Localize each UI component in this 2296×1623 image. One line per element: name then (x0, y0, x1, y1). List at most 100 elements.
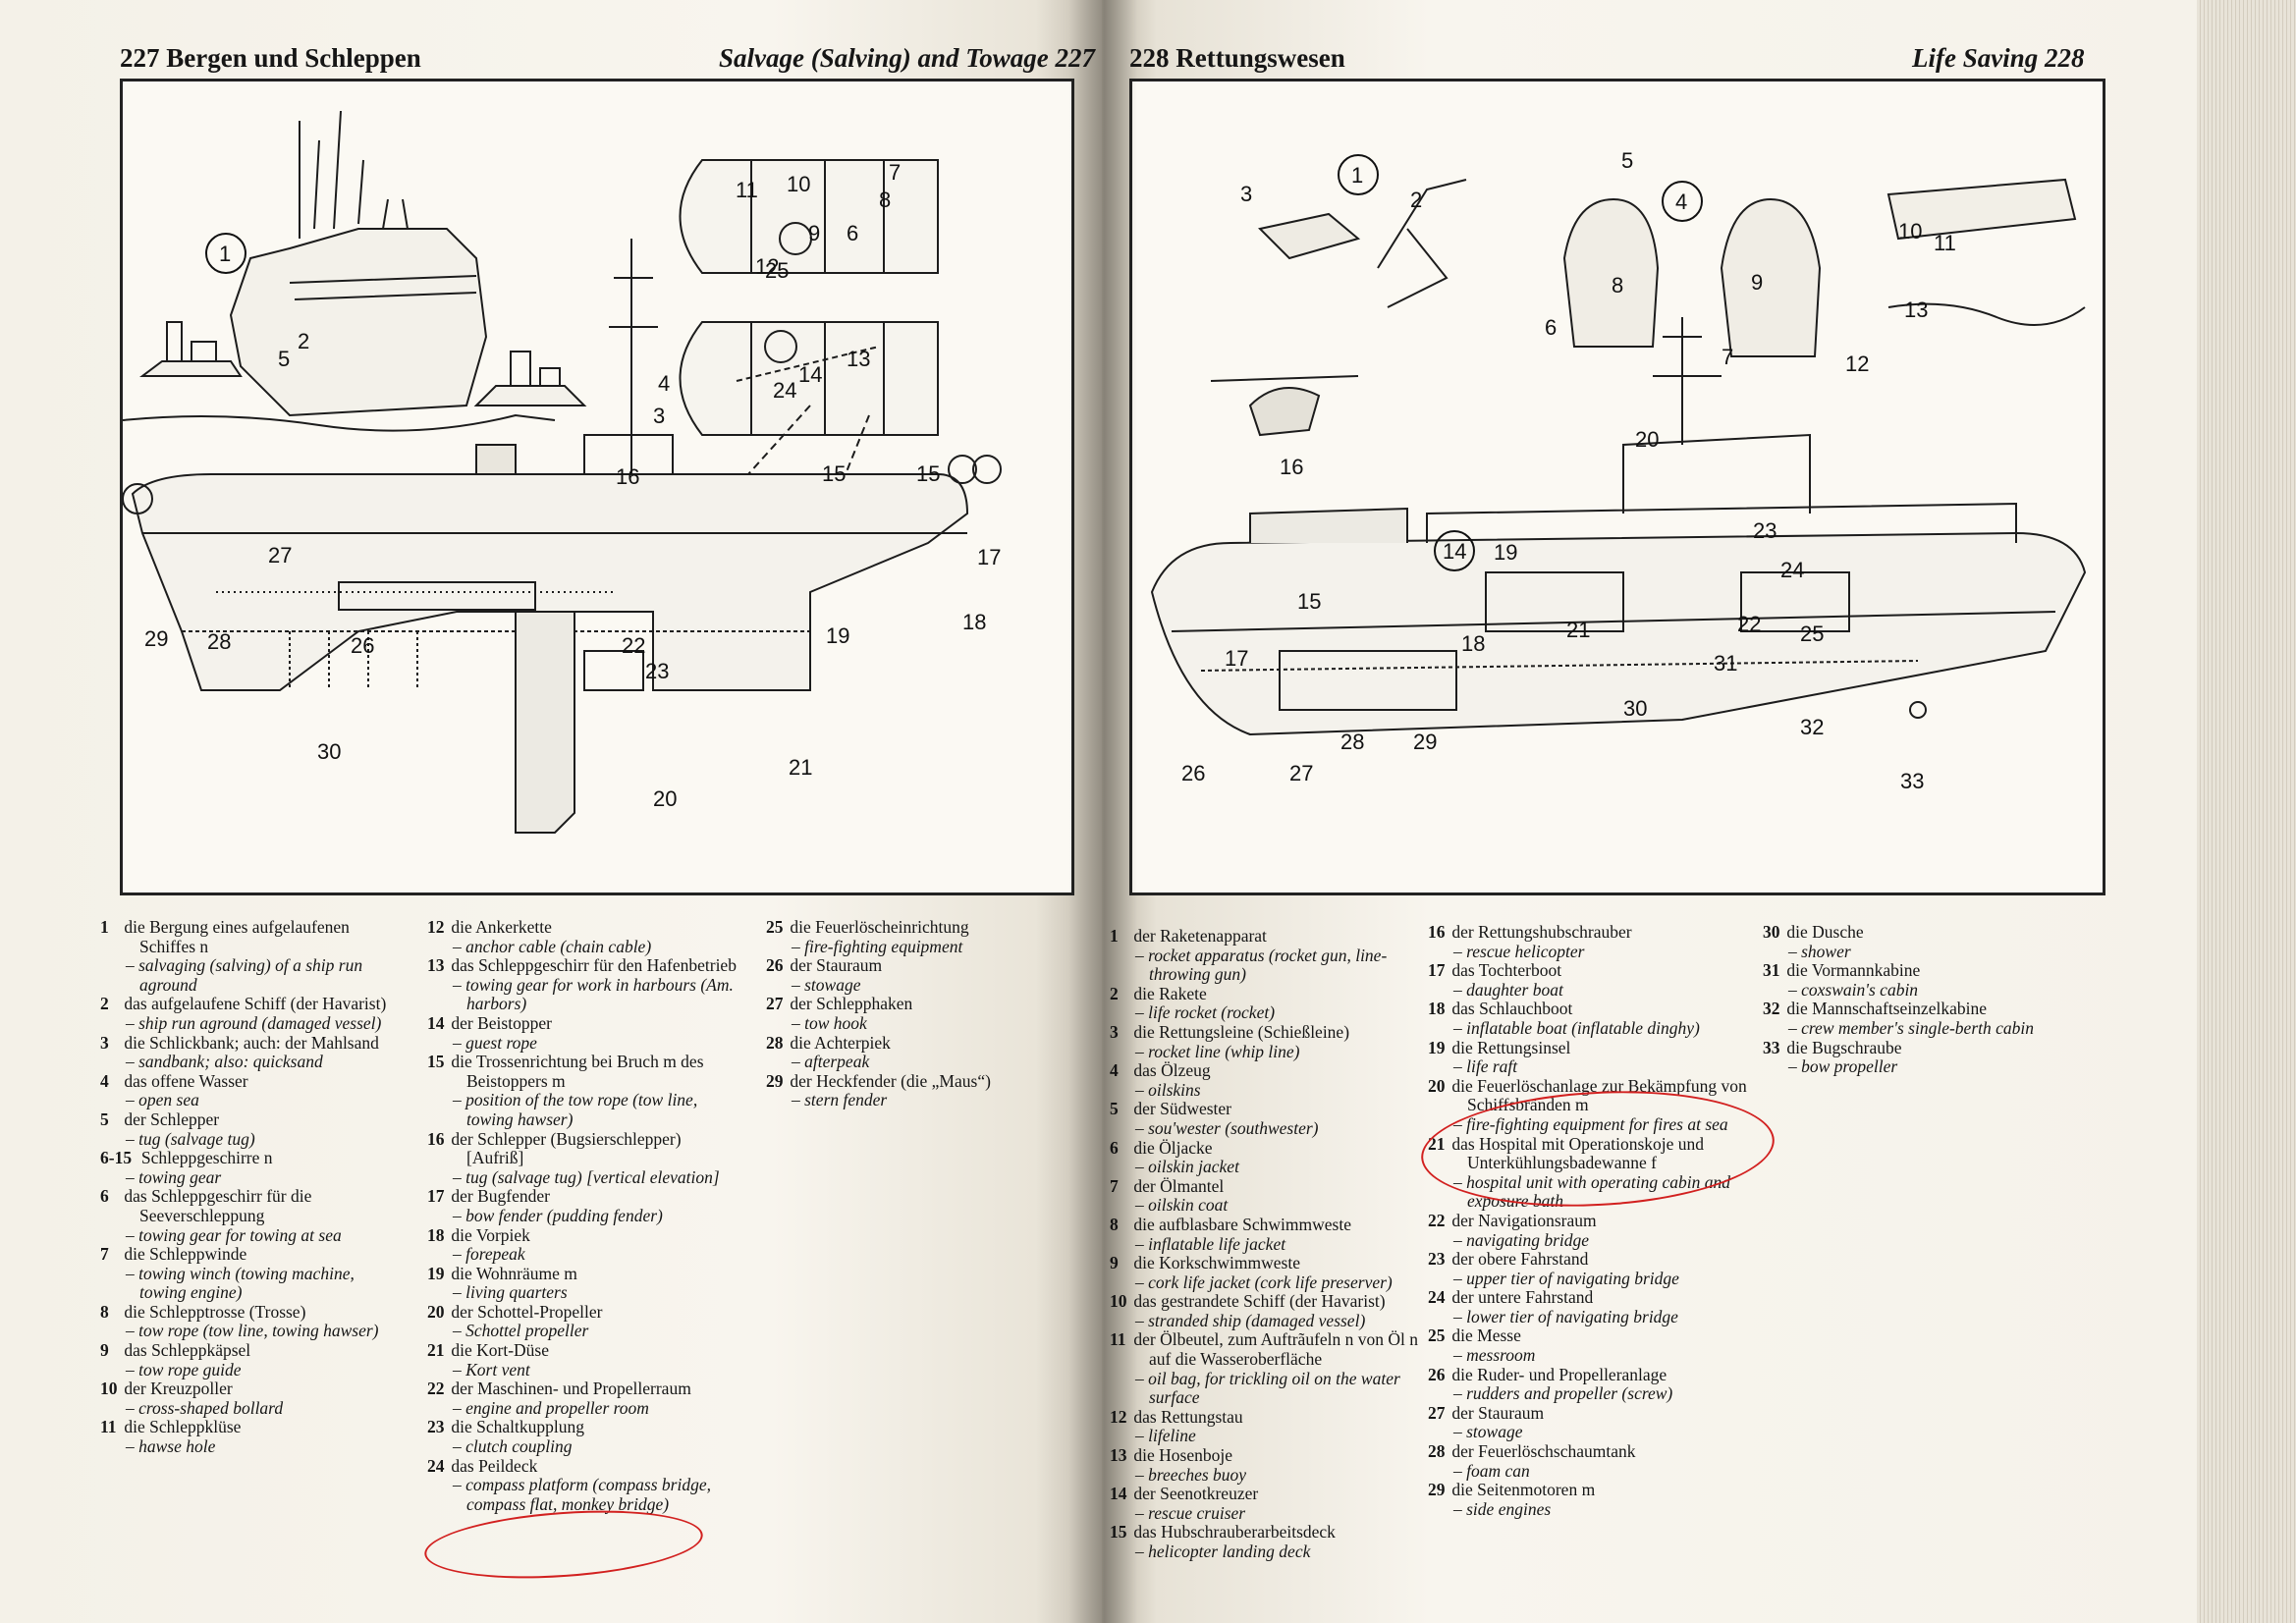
english-term: tow rope guide (120, 1360, 405, 1380)
english-term: stowage (786, 975, 1080, 996)
german-text: der Seenotkreuzer (1129, 1484, 1259, 1504)
right-header-title: 228 Rettungswesen (1129, 43, 1345, 73)
english-term: anchor cable (chain cable) (447, 937, 741, 957)
left-header-title: 227 Bergen und Schleppen (120, 43, 421, 73)
english-term: tug (salvage tug) [vertical elevation] (447, 1167, 741, 1188)
english-term: tow rope (tow line, towing hawser) (120, 1322, 405, 1341)
english-term: towing winch (towing machine, towing eng… (120, 1264, 405, 1303)
english-term: inflatable boat (inflatable dinghy) (1448, 1018, 1772, 1039)
legend-entry-right-33: 33 die Bugschraubebow propeller (1763, 1037, 2077, 1077)
r-callout-12: 12 (1845, 352, 1869, 376)
german-term: 17 der Bugfender (427, 1186, 741, 1207)
callout-9: 9 (808, 221, 820, 245)
german-term: 16 der Schlepper (Bugsierschlepper) [Auf… (427, 1129, 741, 1168)
legend-entry-left-18: 18 die Vorpiekforepeak (427, 1224, 741, 1265)
legend-entry-left-23: 23 die Schaltkupplungclutch coupling (427, 1418, 741, 1456)
english-term: inflatable life jacket (1129, 1234, 1424, 1255)
german-term: 26 der Stauraum (766, 955, 1080, 976)
legend-entry-left-16: 16 der Schlepper (Bugsierschlepper) [Auf… (427, 1129, 741, 1188)
english-term: position of the tow rope (tow line, towi… (447, 1090, 741, 1129)
german-text: der Schottel-Propeller (447, 1301, 603, 1322)
english-term: towing gear (120, 1167, 405, 1188)
german-term: 2 das aufgelaufene Schiff (der Havarist) (100, 995, 405, 1014)
r-callout-33: 33 (1900, 769, 1924, 793)
german-term: 12 das Rettungstau (1110, 1406, 1424, 1428)
german-term: 20 die Feuerlöschanlage zur Bekämpfung v… (1428, 1076, 1772, 1115)
german-term: 18 das Schlauchboot (1428, 1000, 1772, 1019)
german-text: die Ruder- und Propelleranlage (1448, 1364, 1667, 1384)
right-legend-column-1: 1 der Raketenapparatrocket apparatus (ro… (1110, 926, 1424, 1562)
legend-entry-right-11: 11 der Ölbeutel, zum Auftrãufeln n von Ö… (1110, 1330, 1424, 1407)
callout-29: 29 (144, 626, 168, 651)
german-term: 4 das Ölzeug (1110, 1060, 1424, 1081)
r-callout-1: 1 (1351, 163, 1363, 188)
callout-4: 4 (658, 371, 670, 396)
english-term: cross-shaped bollard (120, 1398, 405, 1419)
legend-entry-right-20: 20 die Feuerlöschanlage zur Bekämpfung v… (1428, 1076, 1772, 1135)
german-term: 11 der Ölbeutel, zum Auftrãufeln n von Ö… (1110, 1330, 1424, 1369)
german-text: der Maschinen- und Propellerraum (447, 1379, 691, 1399)
german-term: 18 die Vorpiek (427, 1224, 741, 1246)
english-term: bow fender (pudding fender) (447, 1206, 741, 1226)
legend-entry-right-7: 7 der Ölmanteloilskin coat (1110, 1176, 1424, 1216)
legend-entry-left-6: 6 das Schleppgeschirr für die Seeverschl… (100, 1187, 405, 1245)
r-callout-32: 32 (1800, 715, 1824, 739)
english-term: lower tier of navigating bridge (1448, 1307, 1772, 1327)
r-callout-31: 31 (1714, 651, 1737, 676)
left-legend-column-2: 12 die Ankerketteanchor cable (chain cab… (427, 917, 741, 1514)
legend-entry-left-27: 27 der Schlepphakentow hook (766, 994, 1080, 1034)
callout-11: 11 (736, 178, 758, 202)
legend-entry-left-25: 25 die Feuerlöscheinrichtungfire-fightin… (766, 917, 1080, 956)
german-text: der Südwester (1129, 1099, 1232, 1119)
r-callout-29: 29 (1413, 730, 1437, 754)
german-term: 10 der Kreuzpoller (100, 1379, 405, 1399)
english-term: helicopter landing deck (1129, 1542, 1424, 1562)
german-term: 24 das Peildeck (427, 1456, 741, 1477)
legend-entry-left-12: 12 die Ankerketteanchor cable (chain cab… (427, 917, 741, 957)
r-callout-28: 28 (1340, 730, 1364, 754)
german-term: 15 die Trossenrichtung bei Bruch m des B… (427, 1052, 741, 1091)
german-text: die Ankerkette (447, 917, 552, 937)
german-text: die Achterpiek (786, 1032, 891, 1053)
german-term: 19 die Rettungsinsel (1428, 1038, 1772, 1058)
german-text: die Korkschwimmweste (1129, 1253, 1300, 1273)
legend-entry-right-8: 8 die aufblasbare Schwimmwesteinflatable… (1110, 1215, 1424, 1255)
english-term: tow hook (786, 1013, 1080, 1034)
legend-entry-left-2: 2 das aufgelaufene Schiff (der Havarist)… (100, 995, 405, 1033)
legend-entry-left-3: 3 die Schlickbank; auch: der Mahlsandsan… (100, 1033, 405, 1072)
german-text: der Bugfender (447, 1186, 550, 1207)
legend-entry-right-6: 6 die Öljackeoilskin jacket (1110, 1137, 1424, 1177)
r-callout-27: 27 (1289, 761, 1313, 785)
left-figure-callouts: 1 2 3 4 5 6 7 8 9 10 11 12 13 14 15 15 1… (144, 160, 1001, 811)
callout-14: 14 (798, 362, 822, 387)
legend-entry-left-28: 28 die Achterpiekafterpeak (766, 1032, 1080, 1072)
german-text: die Mannschaftseinzelkabine (1782, 999, 1987, 1019)
german-text: das Tochterboot (1448, 960, 1562, 981)
german-text: die Öljacke (1129, 1137, 1213, 1158)
legend-entry-left-14: 14 der Beistopperguest rope (427, 1013, 741, 1053)
legend-entry-right-14: 14 der Seenotkreuzerrescue cruiser (1110, 1484, 1424, 1523)
german-text: die Dusche (1782, 922, 1864, 942)
english-term: cork life jacket (cork life preserver) (1129, 1272, 1424, 1293)
german-text: die Bugschraube (1782, 1037, 1902, 1057)
english-term: coxswain's cabin (1782, 980, 2077, 1001)
german-text: das Rettungstau (1129, 1406, 1243, 1427)
german-text: der Raketenapparat (1129, 926, 1267, 946)
german-text: die Rakete (1129, 983, 1207, 1003)
right-figure-callouts: 1 2 3 4 5 6 7 8 9 10 11 12 13 14 15 16 1… (1181, 148, 1956, 793)
legend-entry-left-19: 19 die Wohnräume mliving quarters (427, 1264, 741, 1303)
german-term: 32 die Mannschaftseinzelkabine (1763, 999, 2077, 1019)
german-text: der Schlepphaken (786, 994, 913, 1014)
legend-entry-right-2: 2 die Raketelife rocket (rocket) (1110, 983, 1424, 1023)
german-text: die Seitenmotoren m (1448, 1480, 1596, 1500)
german-term: 16 der Rettungshubschrauber (1428, 922, 1772, 943)
legend-entry-left-21: 21 die Kort-DüseKort vent (427, 1340, 741, 1380)
german-term: 24 der untere Fahrstand (1428, 1287, 1772, 1308)
life-saving-illustration: 1 2 3 4 5 6 7 8 9 10 11 12 13 14 15 16 1… (1129, 79, 2105, 895)
german-term: 9 die Korkschwimmweste (1110, 1253, 1424, 1273)
legend-entry-right-9: 9 die Korkschwimmwestecork life jacket (… (1110, 1253, 1424, 1293)
callout-3: 3 (653, 404, 665, 428)
legend-entry-right-28: 28 der Feuerlöschschaumtankfoam can (1428, 1441, 1772, 1481)
r-callout-8: 8 (1612, 273, 1623, 298)
german-text: die Vorpiek (447, 1224, 530, 1245)
